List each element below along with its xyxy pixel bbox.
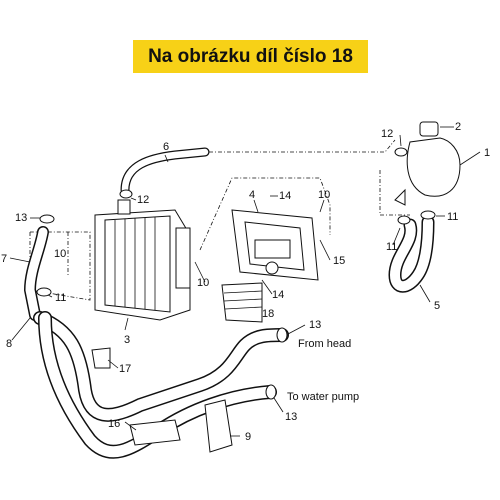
label-6: 6 (163, 141, 169, 153)
label-11: 11 (55, 292, 66, 304)
clip-16 (129, 419, 181, 446)
label-13-head: 13 (309, 319, 321, 331)
label-11-right: 11 (447, 211, 458, 223)
label-17: 17 (119, 363, 131, 375)
label-11-lower: 11 (386, 241, 397, 253)
expansion-tank (394, 121, 461, 206)
label-14-lower: 14 (272, 289, 284, 301)
label-10-right: 10 (318, 189, 330, 201)
label-12: 12 (137, 194, 149, 206)
bracket-4 (231, 209, 319, 281)
label-13-pump: 13 (285, 411, 297, 423)
assembly-outline-bracket (199, 170, 410, 251)
label-9: 9 (245, 431, 251, 443)
hose-6 (120, 147, 210, 195)
radiator-3 (94, 199, 191, 321)
label-15: 15 (333, 255, 345, 267)
label-4: 4 (249, 189, 255, 201)
label-16: 16 (108, 418, 120, 430)
part-number-banner: Na obrázku díl číslo 18 (133, 40, 368, 73)
label-10-center: 10 (197, 277, 209, 289)
label-8: 8 (6, 338, 12, 350)
annotation-to-water-pump: To water pump (287, 391, 359, 403)
label-1: 1 (484, 147, 490, 159)
label-2: 2 (455, 121, 461, 133)
label-10: 10 (54, 248, 66, 260)
label-12-right: 12 (381, 128, 393, 140)
label-18: 18 (262, 308, 274, 320)
leader-lines (9, 126, 481, 437)
hose-5 (388, 215, 435, 293)
label-13: 13 (15, 212, 27, 224)
annotation-from-head: From head (298, 338, 351, 350)
hose-clamps (36, 147, 436, 400)
label-7: 7 (1, 253, 7, 265)
banner-title: Na obrázku díl číslo 18 (148, 45, 353, 67)
shroud-18 (221, 282, 263, 323)
label-3: 3 (124, 334, 130, 346)
hose-8-from-head (33, 311, 289, 422)
hose-7 (24, 226, 49, 321)
label-14: 14 (279, 190, 291, 202)
clip-9 (204, 399, 233, 453)
assembly-outline-radiator (29, 139, 396, 301)
clip-17 (91, 347, 111, 369)
label-5: 5 (434, 300, 440, 312)
